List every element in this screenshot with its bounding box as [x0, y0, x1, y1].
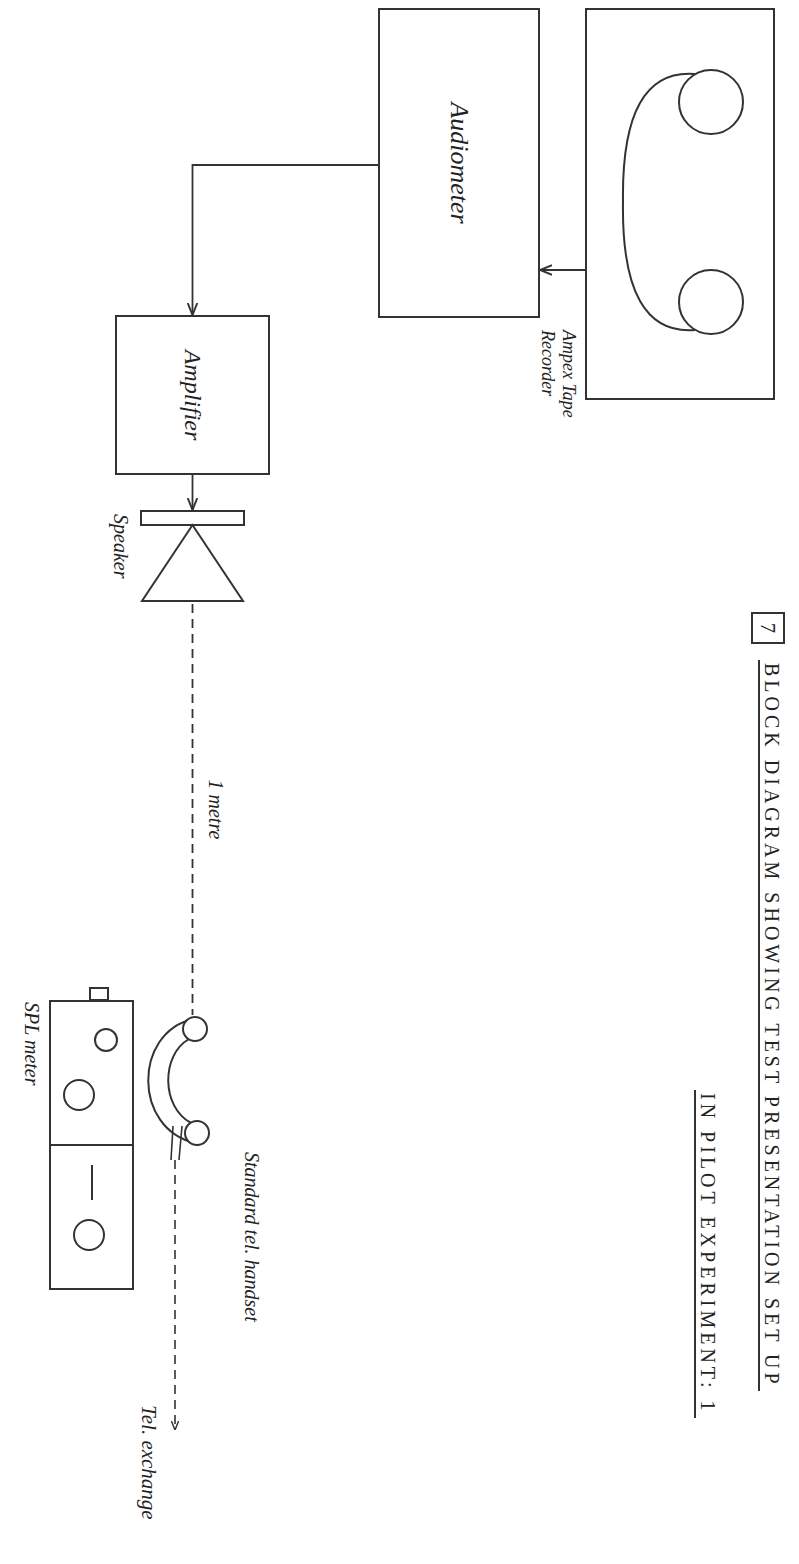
node-label: 7 [757, 623, 780, 633]
meter-knob [90, 988, 108, 1000]
meter-case [50, 1001, 133, 1289]
handset-earpiece [183, 1017, 207, 1041]
node-label: Speaker [109, 512, 132, 580]
node-label: Audiometer [444, 102, 474, 223]
handset-mouthpiece [185, 1121, 209, 1145]
connector [540, 269, 585, 271]
handset-cord [179, 1126, 182, 1160]
distance-label: 1 metre [205, 777, 228, 843]
process-box: Amplifier [115, 315, 270, 475]
speaker-outline [140, 510, 245, 602]
speaker-plate [141, 511, 244, 525]
meter-divider [50, 1144, 133, 1146]
node-label: SPL meter [20, 1000, 43, 1088]
destination-label: Tel. exchange [136, 1402, 161, 1523]
spl-meter: SPL meter [49, 1000, 134, 1290]
diagram-title: BLOCK DIAGRAM SHOWING TEST PRESENTATION … [758, 660, 783, 1391]
number-box: 7 [751, 612, 785, 644]
exchange-line [174, 1160, 176, 1430]
spl-outline [49, 1000, 134, 1290]
meter-bar [91, 1165, 93, 1200]
node-label: Ampex Tape Recorder [538, 328, 579, 432]
handset-outline [139, 1015, 211, 1147]
tape-recorder: Ampex Tape Recorder [585, 8, 775, 400]
connector [192, 475, 194, 510]
tape-reel [679, 70, 743, 134]
tape-loop [623, 74, 695, 331]
subtitle: IN PILOT EXPERIMENT: 1 [694, 1090, 719, 1418]
node-label: Standard tel. handset [240, 1150, 263, 1324]
meter-dial [74, 1220, 104, 1250]
handset-symbol: Standard tel. handset [139, 1015, 211, 1147]
tape-outline [583, 10, 773, 402]
meter-dial [95, 1029, 117, 1051]
connector [193, 165, 379, 315]
connector [192, 604, 194, 1015]
speaker-symbol: Speaker [140, 510, 245, 602]
meter-dial [64, 1080, 94, 1110]
handset-body [168, 1039, 191, 1123]
process-box: Audiometer [378, 8, 540, 318]
speaker-cone [142, 525, 243, 601]
tape-reel [679, 270, 743, 334]
node-label: Amplifier [179, 350, 207, 441]
